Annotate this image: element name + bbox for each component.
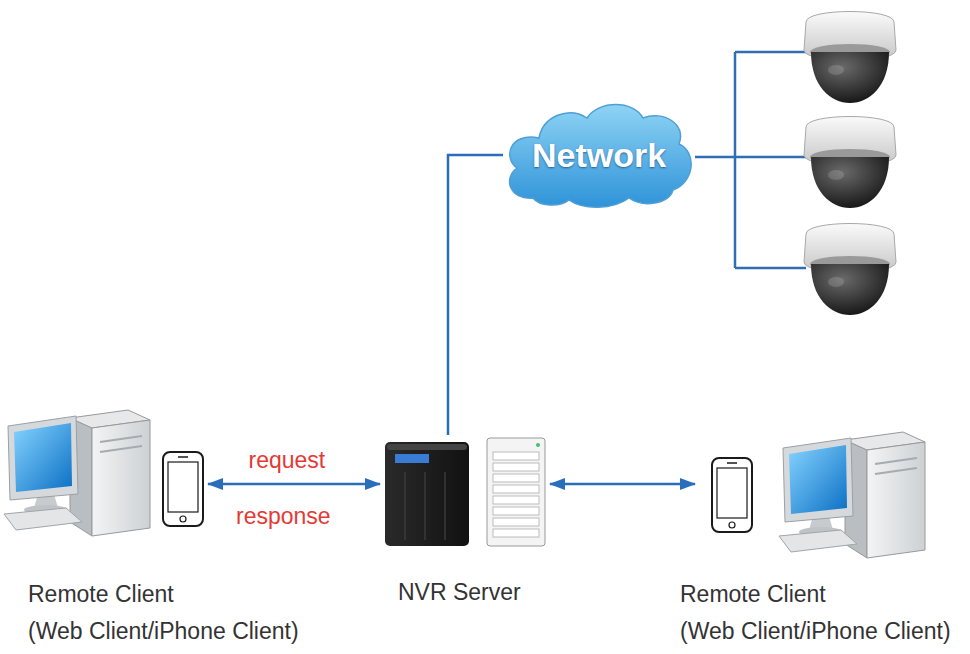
cloud-outline — [510, 105, 692, 208]
remote-client: Remote Client (Web Client/iPhone Client) — [695, 430, 965, 650]
nvr-bevel — [387, 444, 467, 450]
edge-label: request — [249, 446, 326, 474]
request-arrow — [208, 483, 380, 486]
dome-camera — [804, 224, 896, 316]
server-body — [487, 438, 545, 546]
camera-wire — [695, 52, 806, 268]
nvr-unit — [385, 442, 469, 546]
client-caption: Remote Client (Web Client/iPhone Client) — [28, 581, 299, 644]
server-bay — [493, 463, 539, 471]
drive-bay-line — [444, 472, 446, 540]
desktop-computer — [4, 410, 150, 536]
client-caption: Remote Client (Web Client/iPhone Client) — [680, 581, 951, 644]
storage-server — [487, 438, 545, 546]
server-led — [536, 443, 540, 447]
nvr-display — [395, 454, 429, 463]
smartphone — [163, 452, 203, 526]
server-bay — [493, 496, 539, 504]
server-caption: NVR Server — [398, 579, 521, 605]
cloud-label: Network — [532, 136, 666, 175]
nvr-body — [385, 442, 469, 546]
server-bay — [493, 518, 539, 526]
dome-camera — [804, 117, 896, 209]
server-bay — [493, 529, 539, 537]
server-bay — [493, 474, 539, 482]
drive-bay-line — [404, 472, 406, 540]
smartphone — [712, 458, 752, 532]
annotation-label: response — [236, 502, 331, 530]
desktop-computer — [779, 432, 925, 558]
nvr-server: NVR Server — [380, 435, 550, 610]
server-bay — [493, 485, 539, 493]
remote-client: Remote Client (Web Client/iPhone Client) — [0, 410, 208, 650]
server-bay — [493, 452, 539, 460]
network-link — [448, 155, 503, 435]
network-cloud: Network — [503, 98, 695, 212]
request-arrow — [550, 483, 695, 486]
dome-camera — [804, 12, 896, 104]
drive-bay-line — [424, 472, 426, 540]
server-bay — [493, 507, 539, 515]
